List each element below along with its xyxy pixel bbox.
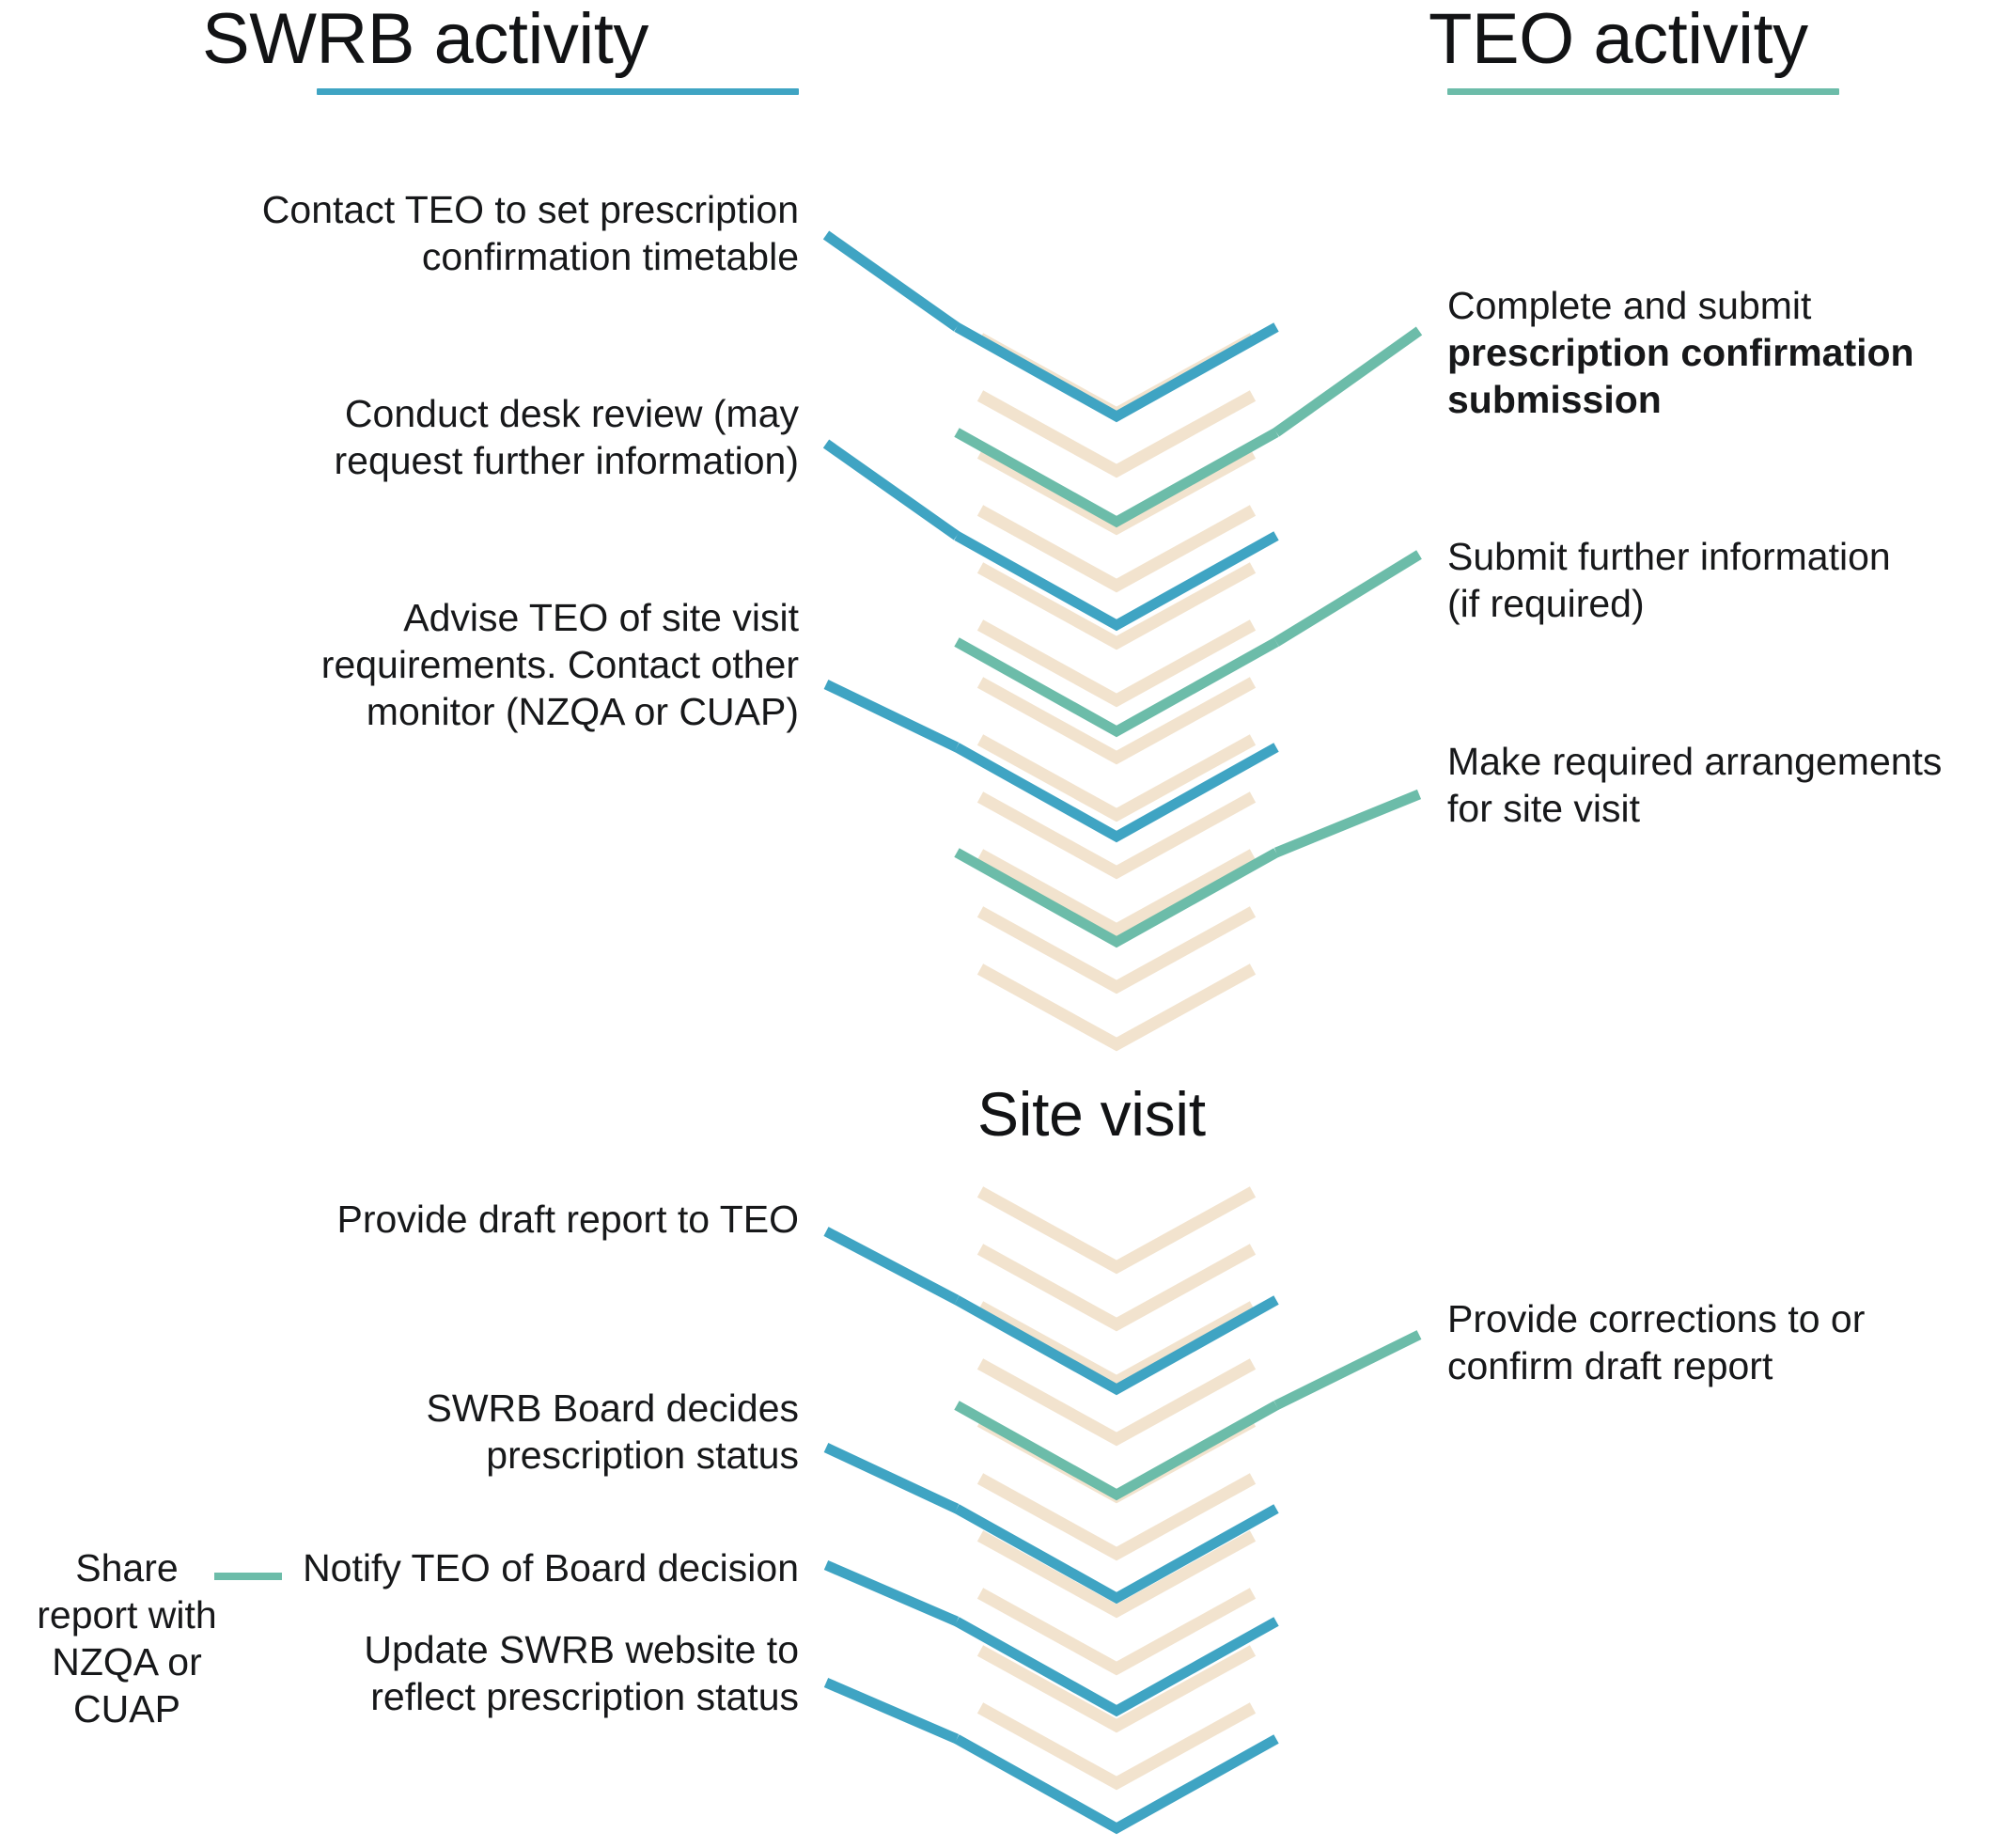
lead-swrb-3: [823, 680, 960, 752]
lead-swrb-6: [823, 1559, 960, 1627]
step-swrb-4-line1: Provide draft report to TEO: [336, 1198, 799, 1241]
chevron-cream-upper-11: [976, 963, 1257, 1052]
chevron-cream-upper-9: [976, 849, 1257, 937]
lead-teo-1: [1273, 326, 1423, 437]
chevron-cream-lower-9: [976, 1702, 1257, 1791]
chevron-cream-upper-2: [976, 447, 1257, 536]
step-swrb-5-line1: SWRB Board decides: [426, 1386, 799, 1430]
chevron-blue-upper-2: [954, 531, 1279, 632]
chevron-cream-upper-4: [976, 562, 1257, 650]
chevron-blue-lower-1: [954, 1295, 1279, 1396]
chevron-cream-upper-5: [976, 619, 1257, 708]
chevron-teal-upper-3: [954, 848, 1279, 948]
share-report-note-line2: report with: [37, 1593, 217, 1637]
step-teo-4: Provide corrections to or confirm draft …: [1447, 1295, 1999, 1389]
lead-swrb-2: [822, 439, 960, 540]
step-swrb-7-line2: reflect prescription status: [370, 1675, 799, 1719]
step-teo-4-line2: confirm draft report: [1447, 1344, 1773, 1388]
step-teo-3-line2: for site visit: [1447, 787, 1641, 831]
lead-swrb-4: [823, 1227, 960, 1305]
lead-swrb-1: [822, 230, 960, 332]
step-teo-2-line2: (if required): [1447, 582, 1645, 626]
step-swrb-6-line1: Notify TEO of Board decision: [303, 1546, 799, 1590]
chevron-cream-upper-3: [976, 505, 1257, 593]
share-report-note-line1: Share: [75, 1546, 179, 1590]
chevron-teal-upper-2: [954, 637, 1279, 738]
chevron-cream-lower-0: [976, 1186, 1257, 1275]
lead-teo-2: [1273, 550, 1422, 647]
connector-lines: [214, 230, 1423, 1745]
chevron-teal-lower-1: [954, 1401, 1279, 1501]
chevron-blue-lower-2: [954, 1504, 1279, 1605]
step-swrb-2: Conduct desk review (may request further…: [113, 390, 799, 484]
chevron-cream-lower-6: [976, 1530, 1257, 1619]
chevron-cream-upper-1: [976, 390, 1257, 478]
step-swrb-5: SWRB Board decides prescription status: [113, 1385, 799, 1479]
column-header-teo-rule: [1447, 88, 1839, 95]
chevron-cream-lower-7: [976, 1588, 1257, 1676]
chevron-blue-lower-4: [954, 1734, 1279, 1835]
step-swrb-5-line2: prescription status: [486, 1433, 799, 1478]
chevron-cream-upper-8: [976, 791, 1257, 880]
chevron-cream-lower-5: [976, 1473, 1257, 1561]
step-swrb-7: Update SWRB website to reflect prescript…: [113, 1626, 799, 1720]
chevron-blue-upper-3: [954, 743, 1279, 843]
share-report-note-line3: NZQA or: [52, 1640, 202, 1684]
step-swrb-4: Provide draft report to TEO: [113, 1196, 799, 1243]
chevron-cream-upper-7: [976, 734, 1257, 822]
step-swrb-3: Advise TEO of site visit requirements. C…: [113, 594, 799, 735]
step-swrb-7-line1: Update SWRB website to: [364, 1628, 799, 1671]
step-teo-4-line1: Provide corrections to or: [1447, 1297, 1866, 1340]
chevron-cream-upper-10: [976, 906, 1257, 994]
step-teo-2: Submit further information (if required): [1447, 533, 1999, 627]
step-teo-1-line1: Complete and submit: [1447, 284, 1812, 327]
step-swrb-2-line2: request further information): [334, 439, 799, 483]
step-teo-1-line3: submission: [1447, 378, 1662, 422]
lead-teo-3: [1273, 789, 1422, 858]
step-teo-1: Complete and submit prescription confirm…: [1447, 282, 1999, 423]
chevron-blue-upper-1: [954, 322, 1279, 423]
step-teo-1-line2: prescription confirmation: [1447, 331, 1914, 375]
share-report-note: Share report with NZQA or CUAP: [9, 1544, 244, 1732]
step-teo-3-line1: Make required arrangements: [1447, 740, 1943, 783]
lower-chevron-stack: [954, 1186, 1279, 1835]
column-header-swrb: SWRB activity: [202, 0, 648, 79]
step-swrb-1-line1: Contact TEO to set prescription: [261, 188, 799, 231]
step-swrb-2-line1: Conduct desk review (may: [344, 392, 799, 435]
step-swrb-3-line2: requirements. Contact other: [320, 643, 799, 687]
step-teo-2-line1: Submit further information: [1447, 535, 1891, 578]
step-teo-3: Make required arrangements for site visi…: [1447, 738, 1999, 832]
chevron-cream-lower-8: [976, 1645, 1257, 1733]
lead-swrb-7: [823, 1677, 960, 1745]
chevron-cream-lower-1: [976, 1244, 1257, 1332]
step-swrb-1: Contact TEO to set prescription confirma…: [113, 186, 799, 280]
chevron-blue-lower-3: [954, 1617, 1279, 1717]
step-swrb-6: Notify TEO of Board decision: [113, 1544, 799, 1591]
stage-label-site-visit: Site visit: [977, 1079, 1206, 1149]
lead-swrb-5: [823, 1443, 960, 1513]
step-swrb-1-line2: confirmation timetable: [421, 235, 799, 279]
chevron-cream-lower-2: [976, 1301, 1257, 1389]
step-swrb-3-line1: Advise TEO of site visit: [403, 596, 799, 639]
column-header-swrb-rule: [317, 88, 799, 95]
chevron-teal-upper-1: [954, 428, 1279, 528]
chevron-cream-upper-6: [976, 677, 1257, 765]
step-swrb-3-line3: monitor (NZQA or CUAP): [366, 690, 799, 734]
share-report-note-line4: CUAP: [73, 1687, 180, 1731]
upper-chevron-stack: [954, 322, 1279, 1052]
column-header-teo: TEO activity: [1429, 0, 1808, 79]
lead-teo-4: [1273, 1330, 1422, 1410]
chevron-cream-lower-3: [976, 1358, 1257, 1447]
